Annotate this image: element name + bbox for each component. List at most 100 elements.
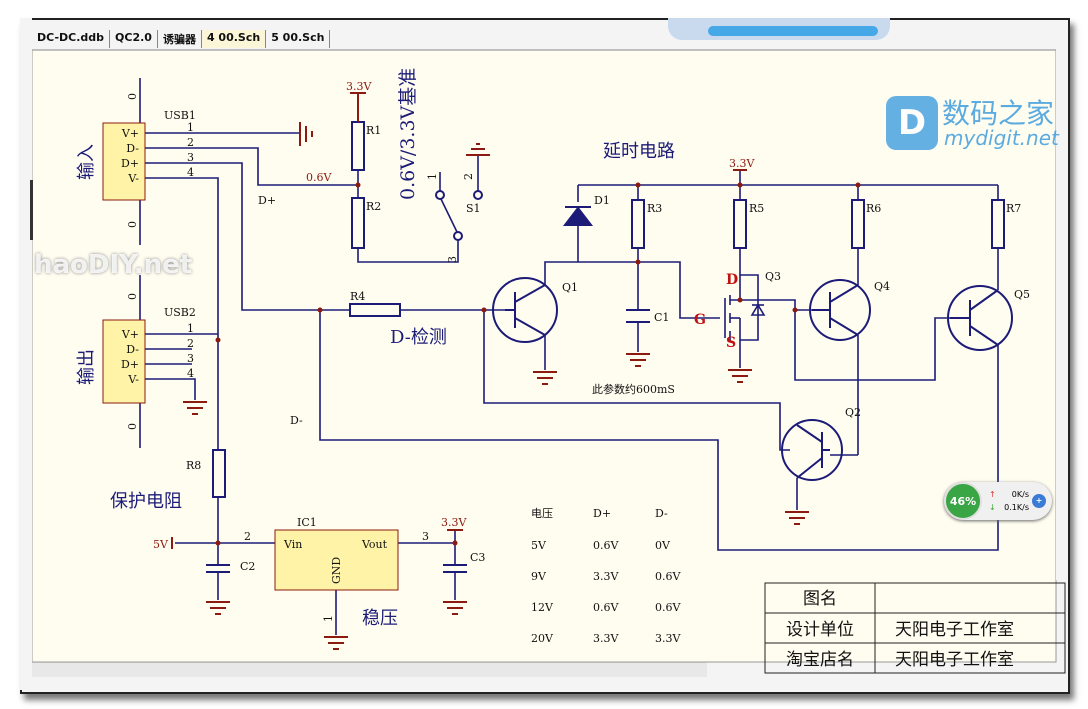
table-cell: 3.3V bbox=[593, 632, 619, 645]
usb1-shield-top: 0 bbox=[126, 93, 139, 100]
usb2-pin-num-4: 4 bbox=[187, 367, 194, 380]
junction-dots bbox=[215, 182, 861, 546]
ic1-pin-vin: 2 bbox=[244, 530, 251, 543]
horizontal-scrollbar[interactable] bbox=[32, 662, 707, 677]
net-dplus-label: D+ bbox=[258, 194, 276, 207]
q2-symbol bbox=[781, 419, 843, 481]
d1-ref: D1 bbox=[594, 194, 610, 207]
left-panel-edge bbox=[30, 180, 33, 240]
table-header: D- bbox=[655, 507, 668, 520]
net-06v-label: 0.6V bbox=[306, 171, 332, 184]
usb1-pin-vplus: V+ bbox=[121, 127, 139, 140]
ic1-gnd: GND bbox=[330, 557, 343, 584]
usb1-ref: USB1 bbox=[164, 109, 196, 122]
voltage-table: 电压 D+ D- 5V 0.6V 0V 9V 3.3V 0.6V 12V 0.6… bbox=[531, 507, 681, 645]
tab-qc20[interactable]: QC2.0 bbox=[110, 30, 158, 48]
s1-pin1: 1 bbox=[426, 173, 439, 180]
power-ground-symbols bbox=[171, 92, 809, 650]
mydigit-watermark-en: mydigit.net bbox=[944, 126, 1059, 150]
tab-decoy[interactable]: 诱骗器 bbox=[158, 30, 202, 48]
detect-label: D-检测 bbox=[390, 327, 447, 348]
usb2-pin-num-1: 1 bbox=[187, 322, 194, 335]
ground-icons bbox=[183, 353, 809, 650]
r1-ref: R1 bbox=[366, 124, 381, 137]
table-cell: 9V bbox=[531, 570, 547, 583]
table-cell: 0.6V bbox=[593, 601, 619, 614]
q3-drain-label: D bbox=[726, 272, 738, 288]
tab-ddb[interactable]: DC-DC.ddb bbox=[32, 30, 111, 48]
usb2-pin-vplus: V+ bbox=[121, 328, 139, 341]
table-header: 电压 bbox=[531, 507, 553, 520]
r5-ref: R5 bbox=[749, 202, 764, 215]
r8-ref: R8 bbox=[186, 459, 201, 472]
title-block-value: 天阳电子工作室 bbox=[895, 650, 1014, 670]
title-block-label: 淘宝店名 bbox=[786, 650, 854, 670]
q3-ref: Q3 bbox=[765, 270, 781, 283]
table-cell: 5V bbox=[531, 539, 547, 552]
upload-speed: 0K/s bbox=[1011, 490, 1029, 499]
c2-ref: C2 bbox=[240, 560, 255, 573]
q3-source-label: S bbox=[726, 335, 736, 351]
q2-ref: Q2 bbox=[845, 406, 861, 419]
q5-symbol bbox=[947, 285, 1013, 351]
tab-5-sch[interactable]: 5 00.Sch bbox=[266, 30, 331, 48]
mydigit-logo-icon: D bbox=[886, 96, 938, 150]
table-cell: 3.3V bbox=[593, 570, 619, 583]
usb2-pin-vminus: V- bbox=[127, 373, 139, 386]
r3-ref: R3 bbox=[647, 202, 662, 215]
usb2-connector bbox=[102, 319, 146, 404]
c3-ref: C3 bbox=[470, 551, 485, 564]
title-block-label: 图名 bbox=[803, 589, 837, 609]
q5-ref: Q5 bbox=[1014, 288, 1030, 301]
document-tabs: DC-DC.ddb QC2.0 诱骗器 4 00.Sch 5 00.Sch bbox=[32, 30, 331, 48]
table-cell: 3.3V bbox=[655, 632, 681, 645]
usb2-pin-num-2: 2 bbox=[187, 337, 194, 350]
usb1-pin-vminus: V- bbox=[127, 172, 139, 185]
network-speed-widget[interactable]: 46% ↑ 0K/s ↓ 0.1K/s + bbox=[944, 482, 1052, 520]
cpu-percent: 46% bbox=[944, 482, 982, 520]
resistor-symbols bbox=[206, 121, 1005, 573]
floating-toolbar-bar bbox=[708, 26, 878, 36]
input-label: 输入 bbox=[76, 144, 97, 180]
usb2-pin-dminus: D- bbox=[126, 343, 139, 356]
r4-ref: R4 bbox=[350, 290, 365, 303]
floating-toolbar[interactable] bbox=[668, 18, 890, 40]
ic1-vin: Vin bbox=[283, 538, 302, 551]
delay-note: 此参数约600mS bbox=[592, 382, 675, 396]
regulator-label: 稳压 bbox=[362, 608, 398, 629]
s1-pin2: 2 bbox=[462, 173, 475, 180]
plus-icon[interactable]: + bbox=[1032, 494, 1046, 508]
table-cell: 0.6V bbox=[593, 539, 619, 552]
usb1-pin-num-4: 4 bbox=[187, 166, 194, 179]
title-block: 图名 设计单位 淘宝店名 天阳电子工作室 天阳电子工作室 bbox=[764, 582, 1066, 674]
power-5v: 5V bbox=[153, 538, 169, 551]
usb1-connector bbox=[102, 122, 146, 201]
download-speed: 0.1K/s bbox=[1004, 503, 1029, 512]
upload-arrow-icon: ↑ bbox=[989, 490, 996, 499]
mydigit-watermark: D 数码之家 mydigit.net bbox=[880, 92, 1059, 154]
power-3v3-rail: 3.3V bbox=[729, 157, 755, 170]
q1-symbol bbox=[492, 277, 558, 343]
table-cell: 20V bbox=[531, 632, 554, 645]
reference-label: 0.6V/3.3V基准 bbox=[397, 68, 419, 200]
table-cell: 0.6V bbox=[655, 570, 681, 583]
tab-4-sch[interactable]: 4 00.Sch bbox=[201, 30, 267, 48]
ic1-vout: Vout bbox=[361, 538, 388, 551]
usb2-ref: USB2 bbox=[164, 306, 196, 319]
net-dminus-label: D- bbox=[290, 414, 303, 427]
output-label: 输出 bbox=[76, 349, 97, 385]
usb1-pin-num-2: 2 bbox=[187, 136, 194, 149]
ic1-regulator bbox=[274, 529, 399, 591]
download-arrow-icon: ↓ bbox=[989, 503, 996, 512]
mydigit-watermark-cn: 数码之家 bbox=[942, 97, 1055, 130]
q1-ref: Q1 bbox=[562, 281, 578, 294]
haodiy-watermark: haoDIY.net bbox=[34, 250, 193, 280]
ic1-pin-gnd: 1 bbox=[322, 615, 335, 622]
usb2-shield-bottom: 0 bbox=[126, 423, 139, 430]
title-block-label: 设计单位 bbox=[786, 620, 854, 640]
delay-circuit-title: 延时电路 bbox=[603, 141, 675, 162]
s1-ref: S1 bbox=[466, 202, 481, 215]
table-cell: 0V bbox=[655, 539, 671, 552]
usb1-pin-num-1: 1 bbox=[187, 121, 194, 134]
